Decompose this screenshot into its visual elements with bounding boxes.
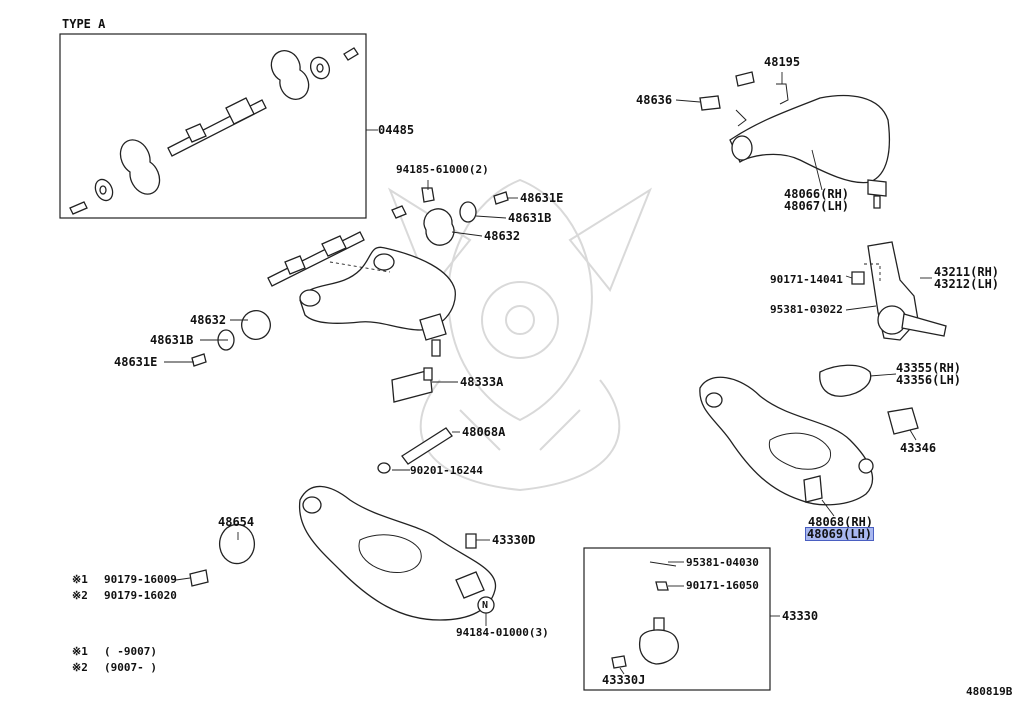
badge-letter: N xyxy=(482,600,489,611)
part-90179-16009[interactable]: 90179-16009 xyxy=(104,573,177,586)
part-48069-lh[interactable]: 48069(LH) xyxy=(804,527,875,541)
part-48631B-top[interactable]: 48631B xyxy=(508,211,552,225)
note-mark-1: ※1 xyxy=(72,573,88,586)
part-90171-14041[interactable]: 90171-14041 xyxy=(770,273,843,286)
note-mark-1-legend: ※1 xyxy=(72,645,88,658)
part-48632-left[interactable]: 48632 xyxy=(190,313,227,327)
part-48066-rh[interactable]: 48066(RH) xyxy=(784,187,850,201)
type-a-label: TYPE A xyxy=(62,17,106,31)
upper-arm-left xyxy=(191,187,509,367)
shaft-assembly xyxy=(69,47,359,215)
part-48067-lh[interactable]: 48067(LH) xyxy=(784,199,850,213)
part-94184-01000[interactable]: 94184-01000(3) xyxy=(456,626,549,639)
lower-arm-right xyxy=(699,364,919,506)
part-43330[interactable]: 43330 xyxy=(782,609,819,623)
note-1-range: ( -9007) xyxy=(104,645,157,658)
lower-arm-left xyxy=(189,485,497,621)
part-48636[interactable]: 48636 xyxy=(636,93,673,107)
type-a-frame xyxy=(59,33,367,219)
part-43330D[interactable]: 43330D xyxy=(492,533,536,547)
part-48631E-left[interactable]: 48631E xyxy=(114,355,158,369)
note-2-range: (9007- ) xyxy=(104,661,157,674)
part-94185-61000[interactable]: 94185-61000(2) xyxy=(396,163,489,176)
part-43356-lh[interactable]: 43356(LH) xyxy=(896,373,962,387)
part-43211-rh[interactable]: 43211(RH) xyxy=(934,265,1000,279)
part-48654[interactable]: 48654 xyxy=(218,515,255,529)
ball-joint xyxy=(611,561,679,669)
part-48631B-left[interactable]: 48631B xyxy=(150,333,194,347)
part-95381-04030[interactable]: 95381-04030 xyxy=(686,556,759,569)
part-04485[interactable]: 04485 xyxy=(378,123,415,137)
note-mark-2: ※2 xyxy=(72,589,88,602)
part-48068A[interactable]: 48068A xyxy=(462,425,506,439)
part-48631E-top[interactable]: 48631E xyxy=(520,191,564,205)
leader-lines xyxy=(164,72,932,675)
part-48632-top[interactable]: 48632 xyxy=(484,229,521,243)
part-43346[interactable]: 43346 xyxy=(900,441,937,455)
bracket-and-bolt xyxy=(377,367,453,474)
part-43355-rh[interactable]: 43355(RH) xyxy=(896,361,962,375)
part-90179-16020[interactable]: 90179-16020 xyxy=(104,589,177,602)
part-95381-03022[interactable]: 95381-03022 xyxy=(770,303,843,316)
part-48333A[interactable]: 48333A xyxy=(460,375,504,389)
part-43212-lh[interactable]: 43212(LH) xyxy=(934,277,1000,291)
upper-arm-right xyxy=(699,71,891,209)
steering-knuckle xyxy=(851,241,947,341)
part-90171-16050[interactable]: 90171-16050 xyxy=(686,579,759,592)
note-mark-2-legend: ※2 xyxy=(72,661,88,674)
ball-joint-kit-frame xyxy=(583,547,771,691)
part-43330J[interactable]: 43330J xyxy=(602,673,646,687)
part-48195[interactable]: 48195 xyxy=(764,55,801,69)
reference-number: 480819B xyxy=(966,685,1013,698)
part-48068-rh[interactable]: 48068(RH) xyxy=(808,515,874,529)
part-90201-16244[interactable]: 90201-16244 xyxy=(410,464,483,477)
